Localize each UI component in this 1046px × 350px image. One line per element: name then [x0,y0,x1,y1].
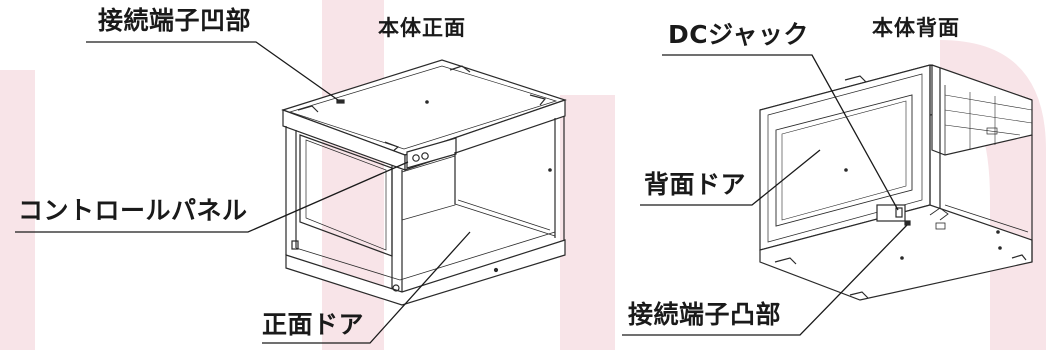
leader-control-panel [15,161,409,233]
heading-front-view: 本体正面 [378,16,466,40]
leader-front-door [262,231,471,344]
label-dc-jack: DCジャック [668,20,809,49]
back-unit-drawing [759,64,1033,301]
leader-terminal-recess [86,41,339,101]
label-control-panel: コントロールパネル [18,196,248,225]
label-terminal-recess: 接続端子凹部 [98,6,252,35]
label-back-door: 背面ドア [644,170,747,199]
front-unit-drawing [281,59,567,306]
leader-back-door [640,149,821,206]
label-terminal-protrusion: 接続端子凸部 [628,300,782,329]
heading-back-view: 本体背面 [872,16,960,40]
leader-terminal-protrusion [622,224,908,336]
leader-dc-jack [662,54,899,211]
leader-lines [15,41,908,344]
label-front-door: 正面ドア [262,310,365,339]
